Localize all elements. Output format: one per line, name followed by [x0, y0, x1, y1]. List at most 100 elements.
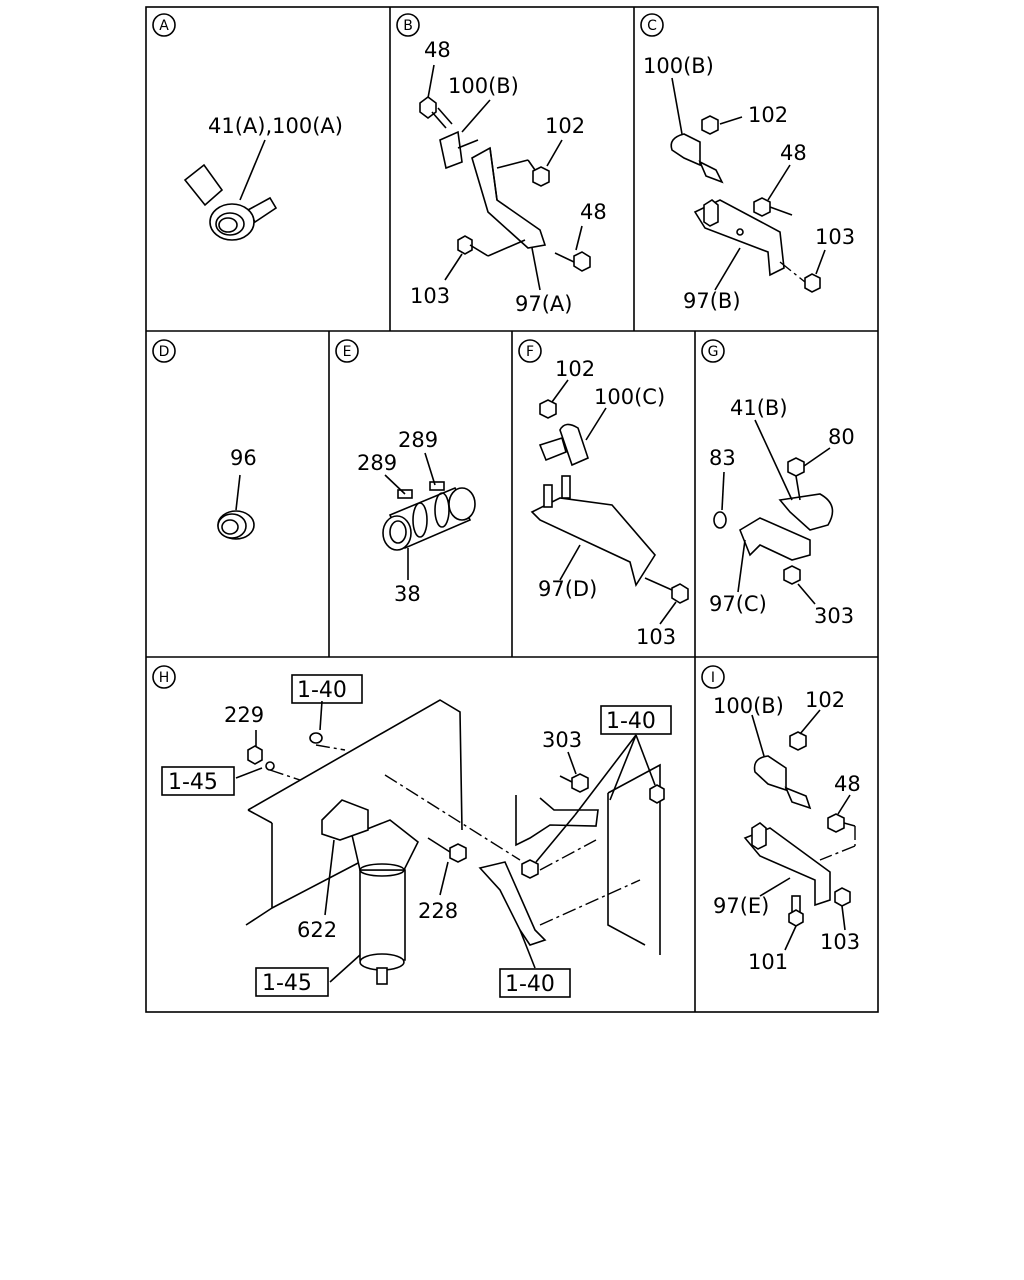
part-label: 102	[545, 114, 585, 138]
bracket-97a	[471, 146, 547, 249]
part-label: 228	[418, 899, 458, 923]
panel-h: H	[152, 665, 672, 998]
hose-38	[382, 486, 476, 551]
part-label: 102	[748, 103, 788, 127]
bolt-48-top	[419, 96, 453, 129]
ref-label: 1-45	[262, 971, 312, 996]
part-label: 97(A)	[515, 292, 572, 316]
part-label: 100(B)	[448, 74, 519, 98]
panel-d: D 96	[152, 339, 257, 540]
panel-d-letter: D	[159, 344, 170, 360]
part-label: 102	[805, 688, 845, 712]
part-label: 97(C)	[709, 592, 767, 616]
grommet-96	[217, 510, 255, 540]
panel-h-letter: H	[159, 670, 170, 686]
part-label: 48	[834, 772, 861, 796]
bracket-97d	[530, 497, 656, 587]
ref-box	[600, 705, 672, 735]
ref-box	[161, 766, 235, 796]
part-label: 289	[357, 451, 397, 475]
bracket-97c	[739, 517, 811, 561]
nut-103-i	[834, 887, 851, 907]
part-label: 289	[398, 428, 438, 452]
panel-g-letter: G	[708, 344, 719, 360]
bolt-nut-103-f	[644, 577, 689, 604]
part-label: 229	[224, 703, 264, 727]
ref-label: 1-40	[606, 709, 656, 734]
part-label: 83	[709, 446, 736, 470]
clip-100b-i	[753, 755, 812, 810]
studs-f	[543, 475, 571, 508]
part-label: 622	[297, 918, 337, 942]
panel-grid	[145, 6, 879, 1013]
part-label: 303	[542, 728, 582, 752]
nut-103	[457, 235, 473, 255]
washer-83	[713, 511, 727, 529]
nut-102-f	[539, 399, 557, 419]
frame-rail	[245, 699, 463, 926]
panel-c-letter: C	[647, 18, 657, 34]
part-label: 303	[814, 604, 854, 628]
nut-102-i	[789, 731, 807, 751]
bracket-622	[321, 799, 369, 841]
part-label: 100(B)	[643, 54, 714, 78]
bolt-48-bottom	[554, 251, 591, 272]
ref-label: 1-45	[168, 770, 218, 795]
panel-f: F 102 100(C) 97(D) 103	[518, 339, 689, 649]
ref-label: 1-40	[505, 972, 555, 997]
nut-102	[532, 166, 550, 187]
bolt-80	[787, 457, 805, 501]
panel-e-letter: E	[343, 344, 352, 360]
panel-f-letter: F	[526, 344, 534, 360]
bolt-101	[788, 895, 804, 927]
ref-label: 1-40	[297, 678, 347, 703]
bolt-48-c	[753, 197, 793, 217]
fuel-filter	[351, 819, 420, 985]
part-label: 48	[780, 141, 807, 165]
panel-b: B 48	[396, 13, 607, 316]
part-label: 100(C)	[594, 385, 665, 409]
hose-clamp-a	[183, 163, 278, 241]
fasteners-h	[247, 732, 665, 879]
part-label: 103	[815, 225, 855, 249]
panel-b-letter: B	[403, 18, 413, 34]
bracket-97e	[743, 822, 831, 907]
ref-box	[255, 967, 329, 997]
part-label: 97(D)	[538, 577, 597, 601]
part-label: 102	[555, 357, 595, 381]
part-label: 80	[828, 425, 855, 449]
panel-i-letter: I	[711, 670, 715, 686]
frame-plate	[607, 763, 661, 955]
part-label: 38	[394, 582, 421, 606]
part-label: 48	[424, 38, 451, 62]
part-label: 103	[410, 284, 450, 308]
bolt-48-i	[827, 813, 856, 833]
ref-box	[499, 968, 571, 998]
panel-a-letter: A	[159, 18, 169, 34]
part-label: 48	[580, 200, 607, 224]
panel-c: C 100(B) 102 48 103 97(B)	[640, 13, 855, 313]
clip-100b	[439, 130, 479, 170]
panel-i: I 100(B) 102 48	[701, 665, 861, 974]
bracket-right	[478, 861, 547, 946]
bracket-upper-right	[515, 795, 599, 847]
clip-100b-c	[670, 133, 724, 184]
panel-g: G 41(B) 80 83 97(C) 303	[701, 339, 855, 628]
part-label: 41(B)	[730, 396, 788, 420]
part-label: 97(E)	[713, 894, 769, 918]
nut-103-c	[804, 273, 821, 293]
clip-41b	[778, 493, 834, 531]
nut-102-c	[701, 115, 719, 135]
clip-100c	[538, 423, 589, 467]
part-label: 41(A),100(A)	[208, 114, 343, 138]
part-label: 103	[820, 930, 860, 954]
part-label: 96	[230, 446, 257, 470]
panel-e: E 289 289 38	[335, 339, 476, 606]
part-label: 100(B)	[713, 694, 784, 718]
bolt-303-g	[783, 565, 801, 585]
part-label: 101	[748, 950, 788, 974]
ref-box	[291, 674, 363, 704]
part-label: 103	[636, 625, 676, 649]
panel-a: A 41(A),100(A)	[152, 13, 343, 241]
